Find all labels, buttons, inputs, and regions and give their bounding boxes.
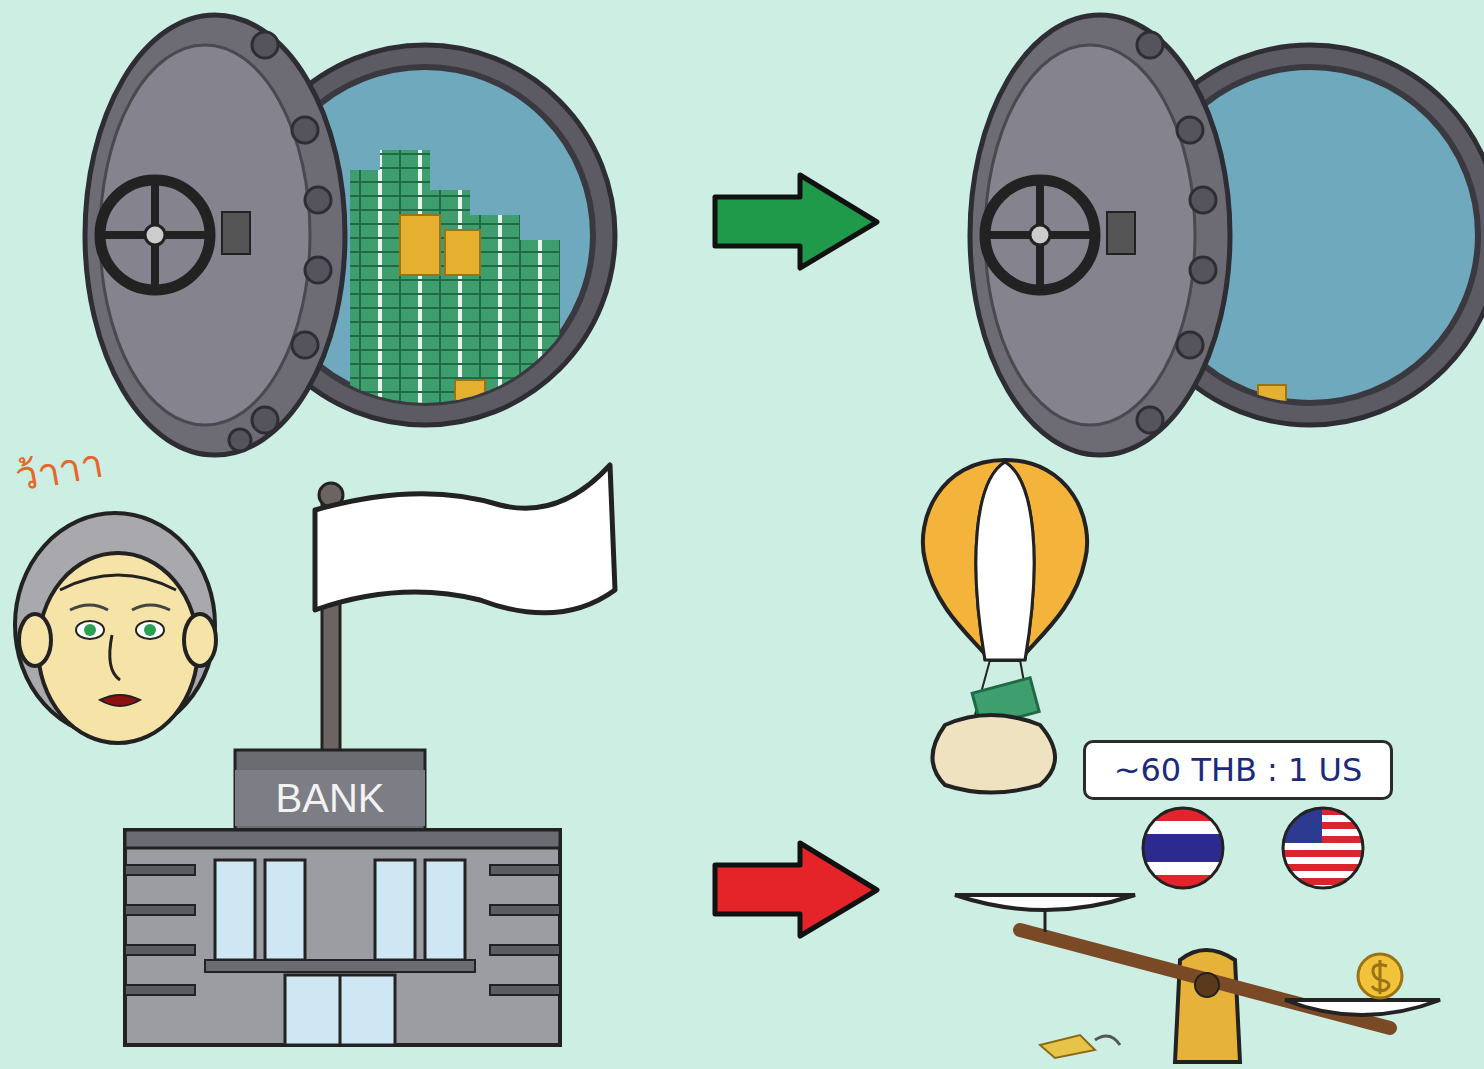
node-text: BANK bbox=[276, 776, 385, 821]
empty-vault bbox=[970, 15, 1484, 455]
seesaw-scale bbox=[955, 895, 1440, 1062]
bank-sign: BANK bbox=[235, 770, 425, 826]
us-flag bbox=[1280, 805, 1370, 895]
old-man-face bbox=[15, 513, 216, 743]
full-vault bbox=[85, 15, 615, 455]
red-arrow bbox=[715, 843, 877, 936]
green-arrow bbox=[715, 175, 877, 268]
exchange-rate-box: ~60 THB : 1 US bbox=[1083, 740, 1393, 800]
white-flag bbox=[315, 465, 615, 755]
node-text: ~60 THB : 1 US bbox=[1114, 751, 1363, 789]
exclamation: ว้าาา bbox=[10, 431, 108, 509]
money-balloon bbox=[923, 460, 1087, 793]
bank-building bbox=[125, 750, 560, 1045]
thai-flag bbox=[1140, 805, 1230, 895]
